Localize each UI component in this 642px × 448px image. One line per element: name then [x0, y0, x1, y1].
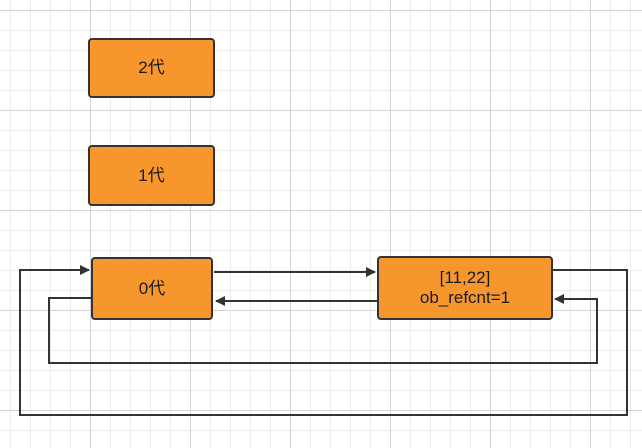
generation-1-node: 1代	[88, 145, 215, 206]
object-refcount-label: ob_refcnt=1	[419, 288, 511, 307]
generation-1-label: 1代	[138, 165, 165, 185]
object-node: [11,22] ob_refcnt=1	[377, 256, 553, 320]
edge-outer-loop	[19, 265, 628, 416]
object-value-label: [11,22]	[439, 268, 491, 287]
generation-0-label: 0代	[138, 278, 166, 298]
generation-0-node: 0代	[91, 257, 213, 320]
edge-inner-loop	[48, 294, 598, 364]
generation-2-label: 2代	[138, 58, 165, 77]
generation-2-node: 2代	[88, 38, 215, 98]
